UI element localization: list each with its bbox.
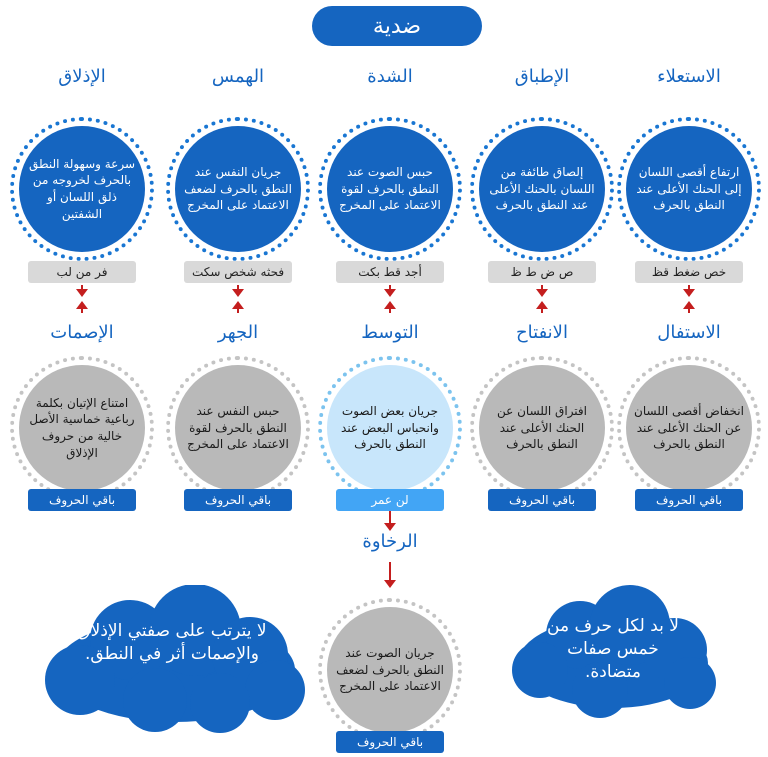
left-cloud-shape (45, 585, 305, 733)
bottom-circle-itbaq: افتراق اللسان عن الحنك الأعلى عند النطق … (479, 365, 605, 491)
top-letters-idhlaq: فر من لب (28, 261, 136, 283)
top-circle-idhlaq: سرعة وسهولة النطق بالحرف لخروجه من ذلق ا… (19, 126, 145, 252)
right-cloud-shape (512, 585, 716, 718)
top-title-hams: الهمس (211, 66, 265, 87)
rakhawa-title: الرخاوة (362, 531, 418, 552)
top-circle-shidda: حبس الصوت عند النطق بالحرف لقوة الاعتماد… (327, 126, 453, 252)
bottom-circle-hams: حبس النفس عند النطق بالحرف لقوة الاعتماد… (175, 365, 301, 491)
top-circle-hams: جريان النفس عند النطق بالحرف لضعف الاعتم… (175, 126, 301, 252)
diagram-title: ضدية (312, 6, 482, 46)
bottom-title-idhlaq: الإصمات (50, 322, 114, 343)
arrow-down-tawassut-rakhawa (383, 511, 397, 531)
arrow-down-rakhawa (383, 562, 397, 588)
top-letters-hams: فحثه شخص سكت (184, 261, 292, 283)
top-letters-istilaa: خص ضغط قظ (635, 261, 743, 283)
bottom-circle-shidda: جريان بعض الصوت وانحباس البعض عند النطق … (327, 365, 453, 491)
rakhawa-letters: باقي الحروف (336, 731, 444, 753)
arrow-down-idhlaq (75, 285, 89, 297)
arrow-up-idhlaq (75, 301, 89, 313)
bottom-letters-itbaq: باقي الحروف (488, 489, 596, 511)
arrow-up-istilaa (682, 301, 696, 313)
arrow-down-istilaa (682, 285, 696, 297)
top-letters-shidda: أجد قط بكت (336, 261, 444, 283)
arrow-down-hams (231, 285, 245, 297)
bottom-circle-idhlaq: امتناع الإتيان بكلمة رباعية خماسية الأصل… (19, 365, 145, 491)
top-ring-shidda (318, 117, 462, 261)
bottom-letters-idhlaq: باقي الحروف (28, 489, 136, 511)
top-ring-idhlaq (10, 117, 154, 261)
top-circle-itbaq: إلصاق طائفة من اللسان بالحنك الأعلى عند … (479, 126, 605, 252)
bottom-title-shidda: التوسط (361, 322, 419, 343)
arrow-up-shidda (383, 301, 397, 313)
bottom-title-hams: الجهر (217, 322, 259, 343)
top-circle-istilaa: ارتفاع أقصى اللسان إلى الحنك الأعلى عند … (626, 126, 752, 252)
arrow-up-hams (231, 301, 245, 313)
bottom-letters-shidda: لن عمر (336, 489, 444, 511)
bottom-title-istilaa: الاستفال (657, 322, 721, 343)
top-title-shidda: الشدة (367, 66, 413, 87)
left-cloud-text: لا يترتب على صفتي الإذلاق والإصمات أثر ف… (77, 621, 267, 664)
bottom-title-itbaq: الانفتاح (516, 322, 568, 343)
top-title-itbaq: الإطباق (514, 66, 570, 87)
top-ring-istilaa (617, 117, 761, 261)
bottom-letters-hams: باقي الحروف (184, 489, 292, 511)
right-cloud-text: لا بد لكل حرف من خمس صفات متضادة. (547, 616, 679, 682)
top-letters-itbaq: ص ض ط ظ (488, 261, 596, 283)
top-title-idhlaq: الإذلاق (58, 66, 106, 87)
rakhawa-circle: جريان الصوت عند النطق بالحرف لضعف الاعتم… (327, 607, 453, 733)
arrow-down-itbaq (535, 285, 549, 297)
bottom-letters-istilaa: باقي الحروف (635, 489, 743, 511)
arrow-down-shidda (383, 285, 397, 297)
bottom-circle-istilaa: انخفاض أقصى اللسان عن الحنك الأعلى عند ا… (626, 365, 752, 491)
top-ring-hams (166, 117, 310, 261)
top-title-istilaa: الاستعلاء (657, 66, 721, 87)
arrow-up-itbaq (535, 301, 549, 313)
top-ring-itbaq (470, 117, 614, 261)
